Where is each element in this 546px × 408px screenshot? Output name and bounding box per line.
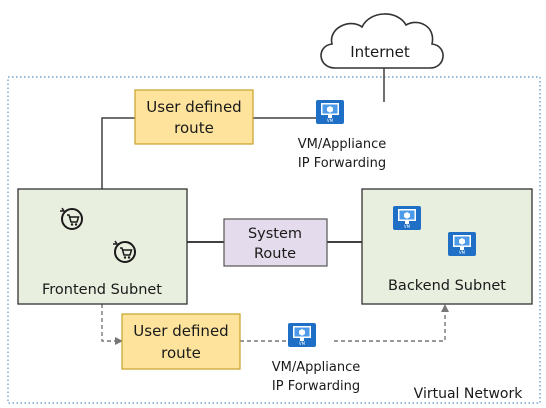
- top-route-label-line1: User defined: [146, 98, 241, 116]
- backend-subnet-label: Backend Subnet: [388, 278, 506, 294]
- frontend-to-top-route-line: [101, 117, 135, 189]
- bottom-vm-appliance: VM VM/Appliance IP Forwarding: [272, 323, 360, 394]
- vm-badge: VM: [404, 224, 411, 229]
- frontend-subnet: Frontend Subnet: [17, 188, 188, 305]
- top-vm-appliance: VM VM/Appliance IP Forwarding: [298, 100, 386, 171]
- virtual-network-boundary: [7, 76, 541, 404]
- bottom-route-label-line1: User defined: [133, 322, 228, 340]
- internet-label: Internet: [350, 43, 410, 61]
- vm-monitor-icon: VM: [393, 206, 421, 230]
- bottom-appliance-label-line1: VM/Appliance: [272, 360, 360, 375]
- vm-badge: VM: [327, 118, 334, 123]
- vm-monitor-icon: VM: [316, 100, 344, 124]
- virtual-network-label: Virtual Network: [414, 386, 524, 402]
- vm-monitor-icon: VM: [288, 323, 316, 347]
- cloud-shape: [320, 13, 444, 69]
- shopping-cart-refresh-icon: [113, 240, 136, 263]
- system-route-label-line2: Route: [254, 246, 296, 262]
- frontend-to-bottom-route-dashed-arrow: [101, 304, 123, 345]
- top-user-defined-route: User defined route: [134, 89, 254, 145]
- vm-badge: VM: [459, 250, 466, 255]
- vm-badge: VM: [299, 341, 306, 346]
- top-appliance-label-line2: IP Forwarding: [298, 156, 386, 171]
- bottom-appliance-label-line2: IP Forwarding: [272, 379, 360, 394]
- connectors: [101, 68, 449, 345]
- internet-cloud: Internet: [320, 13, 444, 69]
- backend-subnet: VM VM Backend Subnet: [361, 188, 533, 305]
- frontend-subnet-label: Frontend Subnet: [42, 282, 162, 298]
- appliance-to-backend-dashed-arrow: [334, 304, 449, 342]
- top-appliance-label-line1: VM/Appliance: [298, 137, 386, 152]
- shopping-cart-refresh-icon: [60, 207, 83, 230]
- top-route-label-line2: route: [174, 119, 214, 137]
- system-route: System Route: [223, 218, 328, 267]
- bottom-user-defined-route: User defined route: [121, 313, 241, 370]
- bottom-route-label-line2: route: [161, 344, 201, 362]
- system-route-label-line1: System: [248, 226, 302, 242]
- vm-monitor-icon: VM: [448, 232, 476, 256]
